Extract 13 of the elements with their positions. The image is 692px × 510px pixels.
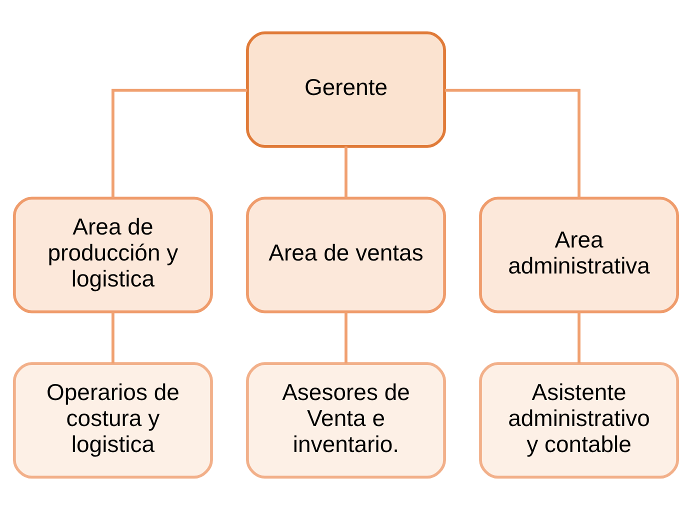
connector xyxy=(444,88,580,198)
node-box: Asistente administrativo y contable xyxy=(479,362,679,479)
node-box: Operarios de costura y logistica xyxy=(13,362,213,479)
node-box: Area de producción y logistica xyxy=(13,196,213,314)
connector xyxy=(578,312,580,364)
connector xyxy=(112,88,248,198)
node-box: Asesores de Venta e inventario. xyxy=(246,362,446,479)
connector xyxy=(344,146,348,198)
node-box: Area de ventas xyxy=(246,196,446,314)
connector xyxy=(344,312,348,364)
node-box: Area administrativa xyxy=(479,196,679,314)
connector xyxy=(112,312,114,364)
node-box: Gerente xyxy=(246,31,446,148)
